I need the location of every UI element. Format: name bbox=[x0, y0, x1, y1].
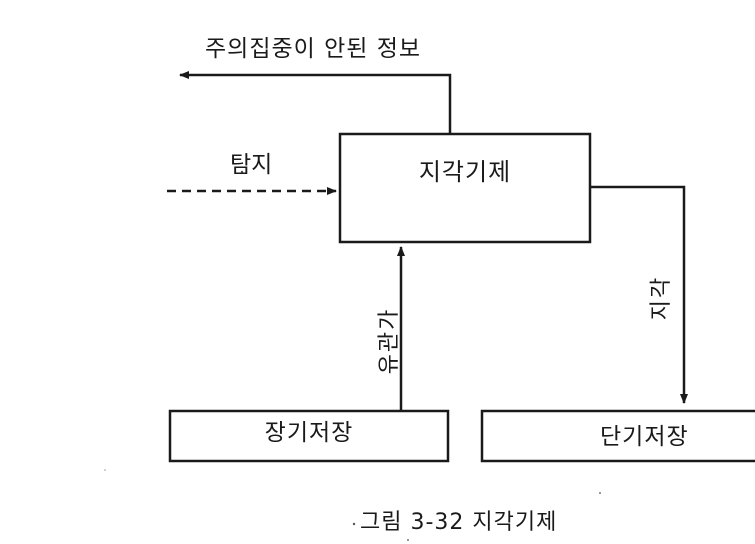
figure-caption: 그림 3-32 지각기제 bbox=[360, 510, 558, 535]
perception-arrow bbox=[590, 185, 688, 404]
scan-dot bbox=[599, 492, 601, 494]
detection-label: 탐지 bbox=[230, 152, 273, 178]
short-term-storage-label: 단기저장 bbox=[600, 424, 689, 450]
scan-dot bbox=[240, 170, 244, 174]
perception-label: 지각 bbox=[649, 275, 674, 321]
long-term-storage-label: 장기저장 bbox=[264, 420, 354, 446]
perceptual-mechanism-box bbox=[338, 132, 592, 244]
long-term-storage-box bbox=[168, 409, 450, 463]
scan-dot bbox=[104, 469, 106, 471]
perceptual-mechanism-label: 지각기제 bbox=[418, 158, 512, 186]
short-term-storage-box bbox=[480, 409, 755, 463]
relevance-label: 유관가 bbox=[377, 307, 402, 375]
scan-dot bbox=[407, 539, 409, 541]
unattended-info-arrow bbox=[179, 71, 452, 134]
unattended-info-label: 주의집중이 안된 정보 bbox=[205, 36, 422, 62]
scan-dot bbox=[352, 522, 356, 526]
